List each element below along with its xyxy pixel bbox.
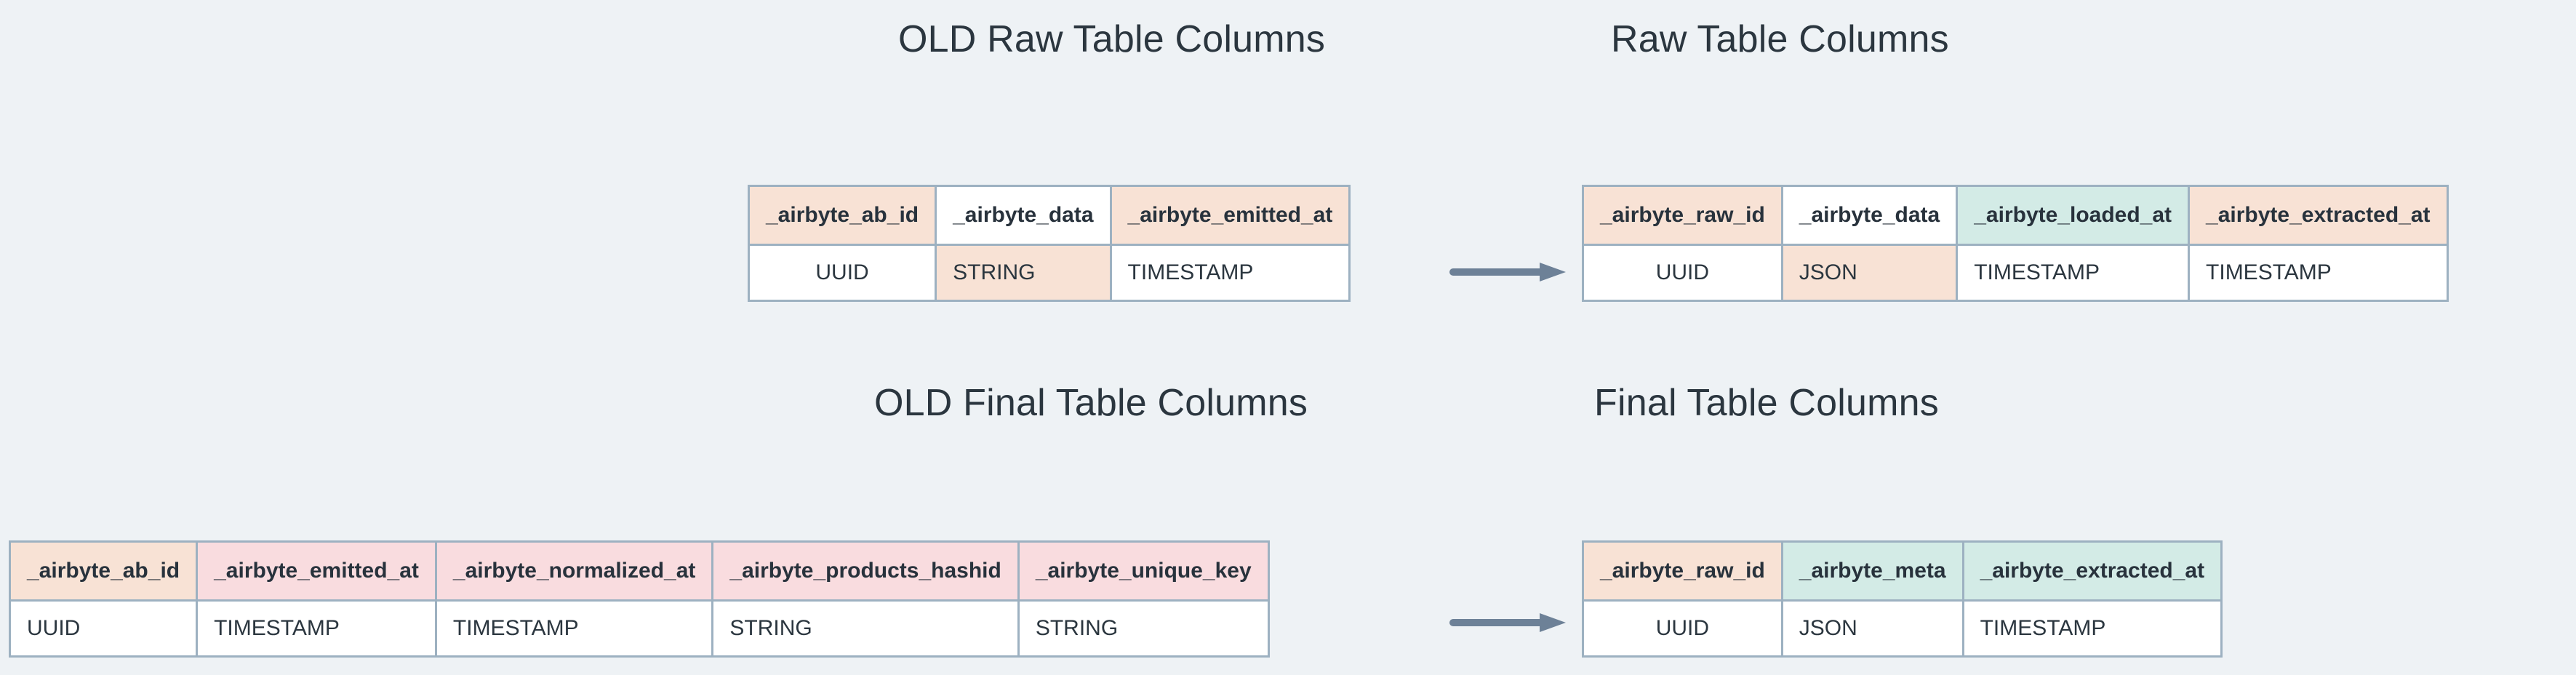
column-type-cell: UUID [8,599,199,658]
column-header-cell: _airbyte_ab_id [747,185,937,246]
column-header-cell: _airbyte_extracted_at [1961,540,2223,602]
column-type-cell: STRING [1017,599,1270,658]
column-header-cell: _airbyte_data [1780,185,1959,246]
column-type-cell: TIMESTAMP [1956,244,2191,302]
table-header-row: _airbyte_raw_id _airbyte_meta _airbyte_e… [1582,540,2223,602]
column-type-cell: JSON [1780,599,1964,658]
column-type-cell: JSON [1780,244,1959,302]
column-header-cell: _airbyte_unique_key [1017,540,1270,602]
arrow-right-icon [1449,263,1566,281]
title-raw-table-columns: Raw Table Columns [1611,18,1949,60]
column-header-cell: _airbyte_ab_id [8,540,199,602]
arrow-right-icon [1449,613,1566,632]
column-header-cell: _airbyte_emitted_at [196,540,437,602]
column-type-cell: TIMESTAMP [434,599,714,658]
table-header-row: _airbyte_raw_id _airbyte_data _airbyte_l… [1582,185,2449,246]
column-type-cell: TIMESTAMP [1961,599,2223,658]
column-type-cell: UUID [1582,599,1783,658]
column-header-cell: _airbyte_data [935,185,1112,246]
column-header-cell: _airbyte_products_hashid [711,540,1020,602]
column-type-cell: STRING [935,244,1112,302]
table-header-row: _airbyte_ab_id _airbyte_data _airbyte_em… [747,185,1351,246]
column-type-cell: TIMESTAMP [1109,244,1351,302]
column-type-cell: UUID [1582,244,1783,302]
column-header-cell: _airbyte_raw_id [1582,540,1783,602]
column-header-cell: _airbyte_meta [1780,540,1964,602]
table-final-columns: _airbyte_raw_id _airbyte_meta _airbyte_e… [1582,540,2223,658]
table-old-final-columns: _airbyte_ab_id _airbyte_emitted_at _airb… [8,540,1270,658]
column-type-cell: TIMESTAMP [196,599,437,658]
table-header-row: _airbyte_ab_id _airbyte_emitted_at _airb… [8,540,1270,602]
title-old-raw-table-columns: OLD Raw Table Columns [898,18,1326,60]
column-type-cell: TIMESTAMP [2188,244,2449,302]
title-old-final-table-columns: OLD Final Table Columns [874,382,1308,424]
column-header-cell: _airbyte_loaded_at [1956,185,2191,246]
table-type-row: UUID STRING TIMESTAMP [747,244,1351,302]
column-type-cell: UUID [747,244,937,302]
table-old-raw-columns: _airbyte_ab_id _airbyte_data _airbyte_em… [747,185,1351,302]
column-header-cell: _airbyte_normalized_at [434,540,714,602]
column-header-cell: _airbyte_emitted_at [1109,185,1351,246]
column-type-cell: STRING [711,599,1020,658]
column-header-cell: _airbyte_raw_id [1582,185,1783,246]
table-type-row: UUID JSON TIMESTAMP TIMESTAMP [1582,244,2449,302]
table-raw-columns: _airbyte_raw_id _airbyte_data _airbyte_l… [1582,185,2449,302]
column-header-cell: _airbyte_extracted_at [2188,185,2449,246]
table-type-row: UUID JSON TIMESTAMP [1582,599,2223,658]
title-final-table-columns: Final Table Columns [1594,382,1939,424]
table-type-row: UUID TIMESTAMP TIMESTAMP STRING STRING [8,599,1270,658]
